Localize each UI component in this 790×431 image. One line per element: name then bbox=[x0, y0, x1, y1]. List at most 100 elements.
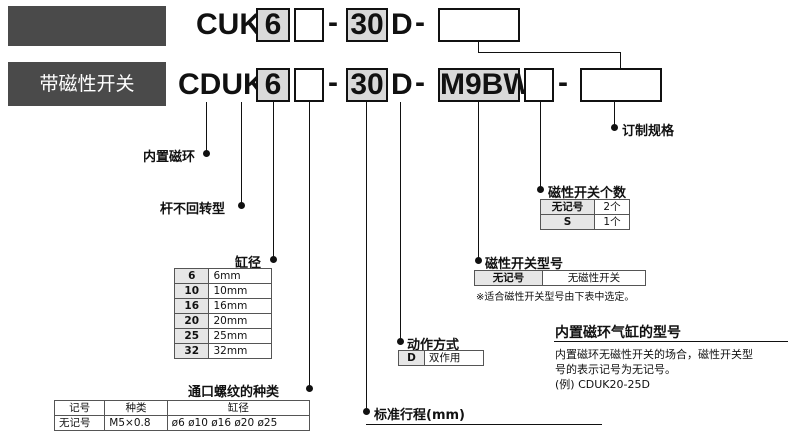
connector-line bbox=[620, 52, 621, 68]
bore-value: 20mm bbox=[208, 313, 272, 329]
row2-prefix: CDUK bbox=[178, 68, 265, 101]
bore-key: 25 bbox=[173, 328, 210, 344]
leader-dot bbox=[537, 186, 544, 193]
note-underline bbox=[554, 341, 788, 342]
leader-line bbox=[366, 102, 367, 414]
row1-dash2: - bbox=[415, 6, 425, 39]
label-non-rotating: 杆不回转型 bbox=[160, 202, 226, 217]
row2-dash3: - bbox=[558, 66, 568, 99]
bore-value: 16mm bbox=[208, 298, 272, 314]
label-num-switches: 磁性开关个数 bbox=[548, 186, 627, 201]
row2-switch: M9BW bbox=[440, 68, 532, 101]
count-value: 1个 bbox=[594, 214, 630, 230]
label-made-to-order: 订制规格 bbox=[622, 124, 675, 139]
label-bore: 缸径 bbox=[235, 256, 262, 271]
row2-count-box bbox=[524, 68, 554, 102]
leader-dot bbox=[203, 150, 210, 157]
leader-line bbox=[206, 102, 207, 154]
bore-key: 32 bbox=[173, 343, 210, 359]
action-value: 双作用 bbox=[423, 350, 485, 366]
stroke-table-top bbox=[366, 424, 602, 425]
port-cell: M5×0.8 bbox=[104, 415, 168, 431]
row1-action: D bbox=[391, 8, 413, 41]
row2-dash1: - bbox=[328, 66, 338, 99]
leader-line bbox=[614, 102, 615, 128]
row1-dash1: - bbox=[328, 6, 338, 39]
port-cell: 无记号 bbox=[53, 415, 106, 431]
bore-value: 25mm bbox=[208, 328, 272, 344]
bore-value: 6mm bbox=[208, 268, 272, 284]
row1-banner bbox=[8, 6, 166, 46]
row2-rod-box bbox=[294, 68, 324, 102]
leader-dot bbox=[397, 338, 404, 345]
row2-switch-box: M9BW bbox=[438, 68, 532, 102]
switch-key: 无记号 bbox=[474, 270, 543, 286]
leader-line bbox=[241, 102, 242, 206]
note-line2: 号的表示记号为无记号。 bbox=[555, 363, 676, 376]
leader-line bbox=[309, 102, 310, 390]
leader-line bbox=[400, 102, 401, 342]
table-row: 无记号无磁性开关 bbox=[474, 270, 647, 286]
label-switch-model: 磁性开关型号 bbox=[485, 257, 564, 272]
row2-action: D bbox=[391, 68, 413, 101]
port-header: 种类 bbox=[104, 400, 168, 416]
row2-stroke: 30 bbox=[350, 68, 384, 101]
port-cell: ø6 ø10 ø16 ø20 ø25 bbox=[166, 415, 311, 431]
port-header: 缸径 bbox=[166, 400, 311, 416]
leader-dot bbox=[363, 408, 370, 415]
label-action: 动作方式 bbox=[407, 338, 460, 353]
port-header: 记号 bbox=[53, 400, 106, 416]
leader-dot bbox=[238, 202, 245, 209]
label-stroke: 标准行程(mm) bbox=[374, 408, 465, 423]
row1-rod-box bbox=[294, 8, 324, 42]
label-internal-magnet: 内置磁环 bbox=[143, 150, 196, 165]
leader-dot bbox=[270, 256, 277, 263]
row2-bore-box: 6 bbox=[256, 68, 290, 102]
row1-bore: 6 bbox=[264, 8, 282, 41]
connector-line bbox=[478, 52, 620, 53]
note-title: 内置磁环气缸的型号 bbox=[555, 325, 681, 341]
bore-key: 20 bbox=[173, 313, 210, 329]
leader-line bbox=[478, 102, 479, 262]
leader-dot bbox=[611, 124, 618, 131]
switch-note: ※适合磁性开关型号由下表中选定。 bbox=[476, 292, 635, 303]
row2-mto-box bbox=[580, 68, 662, 102]
note-line3: (例) CDUK20-25D bbox=[555, 378, 650, 391]
row1-stroke: 30 bbox=[350, 8, 384, 41]
label-port-thread: 通口螺纹的种类 bbox=[188, 385, 280, 400]
table-row: 无记号 M5×0.8 ø6 ø10 ø16 ø20 ø25 bbox=[53, 415, 311, 431]
leader-line bbox=[273, 102, 274, 260]
row1-prefix: CUK bbox=[196, 8, 261, 41]
bore-value: 10mm bbox=[208, 283, 272, 299]
port-table: 记号 种类 缸径 无记号 M5×0.8 ø6 ø10 ø16 ø20 ø25 bbox=[53, 400, 311, 431]
row1-bore-box: 6 bbox=[256, 8, 290, 42]
row2-banner: 带磁性开关 bbox=[8, 62, 166, 106]
table-row: 记号 种类 缸径 bbox=[53, 400, 311, 416]
leader-dot bbox=[475, 257, 482, 264]
bore-key: 16 bbox=[173, 298, 210, 314]
switch-value: 无磁性开关 bbox=[541, 270, 647, 286]
switch-table: 无记号无磁性开关 bbox=[474, 270, 647, 286]
row1-stroke-box: 30 bbox=[346, 8, 388, 42]
leader-line bbox=[540, 102, 541, 190]
count-key: S bbox=[539, 214, 596, 230]
bore-value: 32mm bbox=[208, 343, 272, 359]
note-line1: 内置磁环无磁性开关的场合，磁性开关型 bbox=[555, 348, 753, 361]
bore-key: 10 bbox=[173, 283, 210, 299]
row2-banner-text: 带磁性开关 bbox=[39, 73, 135, 95]
row2-stroke-box: 30 bbox=[346, 68, 388, 102]
bore-key: 6 bbox=[173, 268, 210, 284]
row2-bore: 6 bbox=[264, 68, 282, 101]
row2-dash2: - bbox=[415, 66, 425, 99]
